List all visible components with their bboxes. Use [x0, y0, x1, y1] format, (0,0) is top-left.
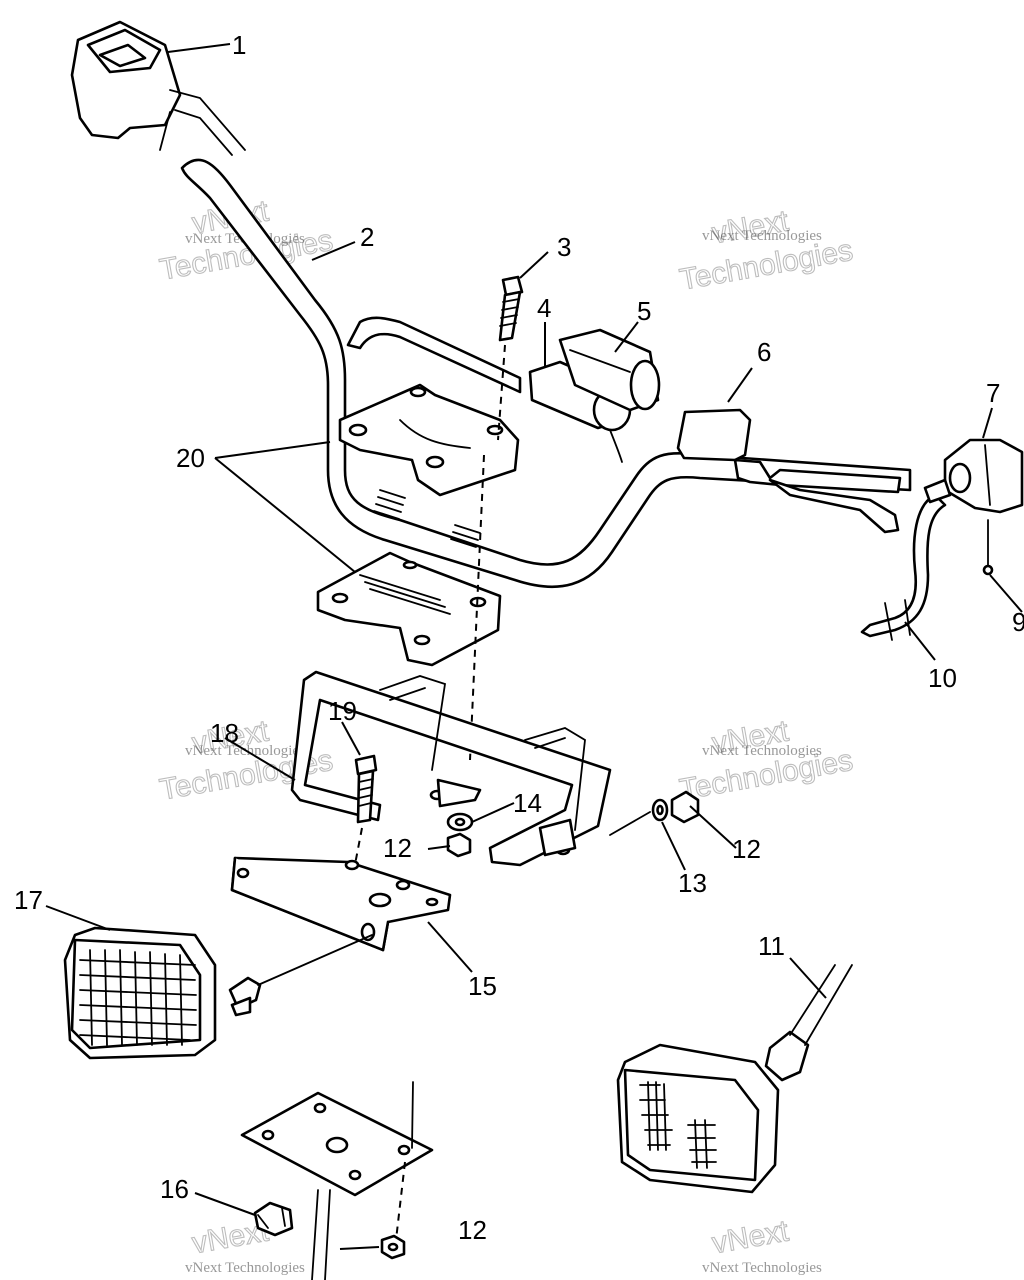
part-12-nut-right: [670, 790, 700, 824]
callout-14: 14: [513, 788, 542, 818]
part-11-tail-light: [616, 964, 853, 1194]
callout-numbers: 1 2 3 4 5 6 7 9 10 11 12 12 12 13 14 15 …: [14, 30, 1024, 1245]
callout-10: 10: [928, 663, 957, 693]
callout-7: 7: [986, 378, 1000, 408]
watermark-top-right: vNext Technologies: [677, 204, 856, 297]
part-15-mounting-plate: [230, 856, 452, 952]
callout-6: 6: [757, 337, 771, 367]
callout-13: 13: [678, 868, 707, 898]
part-13-washer: [651, 798, 669, 822]
callout-9: 9: [1012, 607, 1024, 637]
watermark-text-bottom-left: vNext Technologies: [185, 1260, 305, 1276]
callout-20: 20: [176, 443, 205, 473]
part-14-washer: [446, 812, 474, 832]
part-20-lower-clamp: [316, 551, 502, 667]
svg-text:vNext: vNext: [710, 1214, 792, 1260]
callout-18: 18: [210, 718, 239, 748]
callout-15: 15: [468, 971, 497, 1001]
callout-16: 16: [160, 1174, 189, 1204]
watermark-bottom-right: vNext: [709, 1214, 792, 1261]
part-20-upper-clamp: [338, 383, 520, 497]
assembly-line-bolt-3: [497, 344, 506, 441]
callout-12-right: 12: [732, 834, 761, 864]
assembly-line-plate-top: [411, 1081, 414, 1149]
watermark-text-mid-right: vNext Technologies: [702, 743, 822, 759]
part-12-nut-center: [446, 832, 472, 858]
part-5-cover: [558, 328, 661, 412]
callout-2: 2: [360, 222, 374, 252]
part-10-cable-strap: [860, 478, 952, 641]
assembly-line-plate-bottom: [395, 1161, 406, 1241]
watermark-text-top-right: vNext Technologies: [702, 228, 822, 244]
callout-11: 11: [758, 931, 785, 961]
part-3-bolt: [498, 275, 524, 342]
part-12-nut-bottom: [380, 1234, 406, 1260]
assembly-line-right-bolt: [609, 811, 651, 836]
callout-5: 5: [637, 296, 651, 326]
callout-4: 4: [537, 293, 551, 323]
part-6-brake-lever: [676, 408, 902, 534]
callout-1: 1: [232, 30, 246, 60]
part-16-clip: [253, 1201, 294, 1237]
callout-12-center: 12: [383, 833, 412, 863]
watermark-text-bottom-right: vNext Technologies: [702, 1260, 822, 1276]
part-7-switch-housing: [943, 438, 1024, 514]
license-plate-bracket: [240, 1091, 434, 1280]
part-9-screw: [982, 519, 994, 576]
part-1-throttle-housing: [70, 20, 246, 156]
assembly-line-headlight: [257, 934, 373, 986]
callout-12-bottom: 12: [458, 1215, 487, 1245]
part-2-handlebar: [180, 158, 912, 589]
part-17-headlight: [63, 926, 262, 1060]
part-19-bolt: [354, 754, 378, 824]
callout-19: 19: [328, 696, 357, 726]
leader-lines: [45, 43, 1023, 1250]
callout-17: 17: [14, 885, 43, 915]
callout-3: 3: [557, 232, 571, 262]
